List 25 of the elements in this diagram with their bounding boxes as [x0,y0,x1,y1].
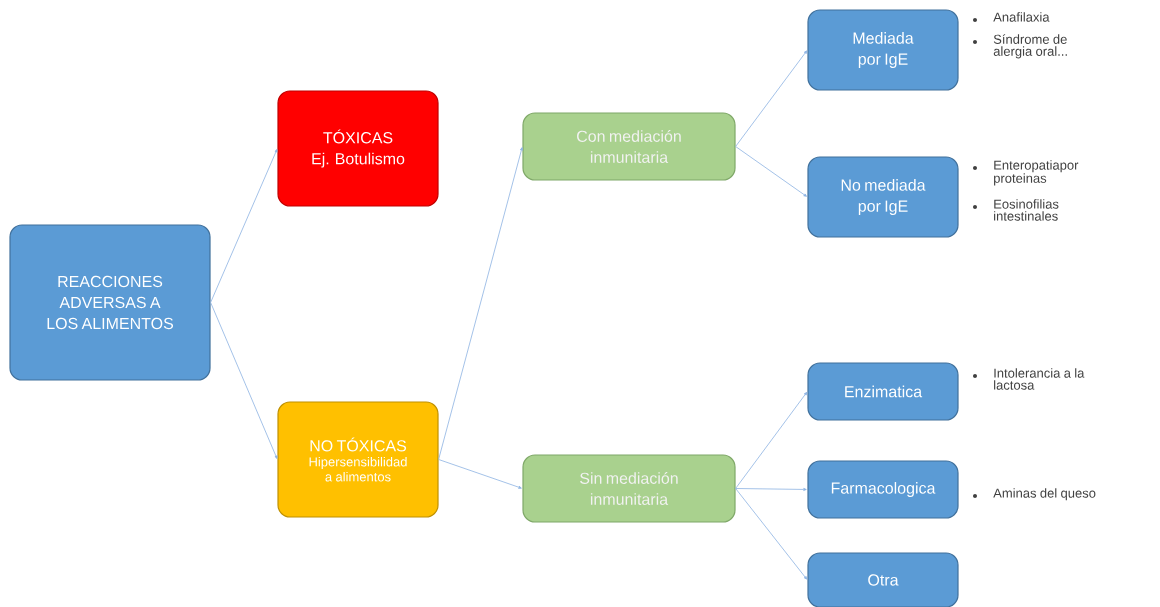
arrow [735,50,808,147]
bullet-text: Enteropatiapor proteinas [994,160,1079,186]
category-box: Mediada por IgE [807,9,959,91]
bullet-text: Intolerancia a la lactosa [994,368,1085,390]
arrow [438,459,522,489]
bullet-text: Eosinofilias intestinales [994,199,1059,221]
arrow [735,391,808,489]
bullet-text: Anafilaxia [993,12,1050,22]
category-box: No mediada por IgE [807,156,959,238]
category-box: TÓXICAS Ej. Botulismo [277,90,439,207]
bullet-text: Síndrome de alergia oral... [993,34,1067,59]
category-box: Farmacologica [807,460,959,519]
arrow [735,488,808,580]
arrow [735,146,807,197]
category-box: Enzimatica [807,362,959,421]
category-box: Sin mediación inmunitaria [522,454,736,523]
category-box: REACCIONES ADVERSAS A LOS ALIMENTOS [9,224,211,381]
category-box: NO TÓXICAS Hipersensibilidad a alimentos [277,401,439,518]
category-box: Otra [807,552,959,607]
arrow [438,147,523,460]
bullet-text: Aminas del queso [993,488,1096,501]
arrow [210,302,278,459]
arrow [735,487,807,491]
arrow [210,149,278,303]
category-box: Con mediación inmunitaria [522,112,736,181]
